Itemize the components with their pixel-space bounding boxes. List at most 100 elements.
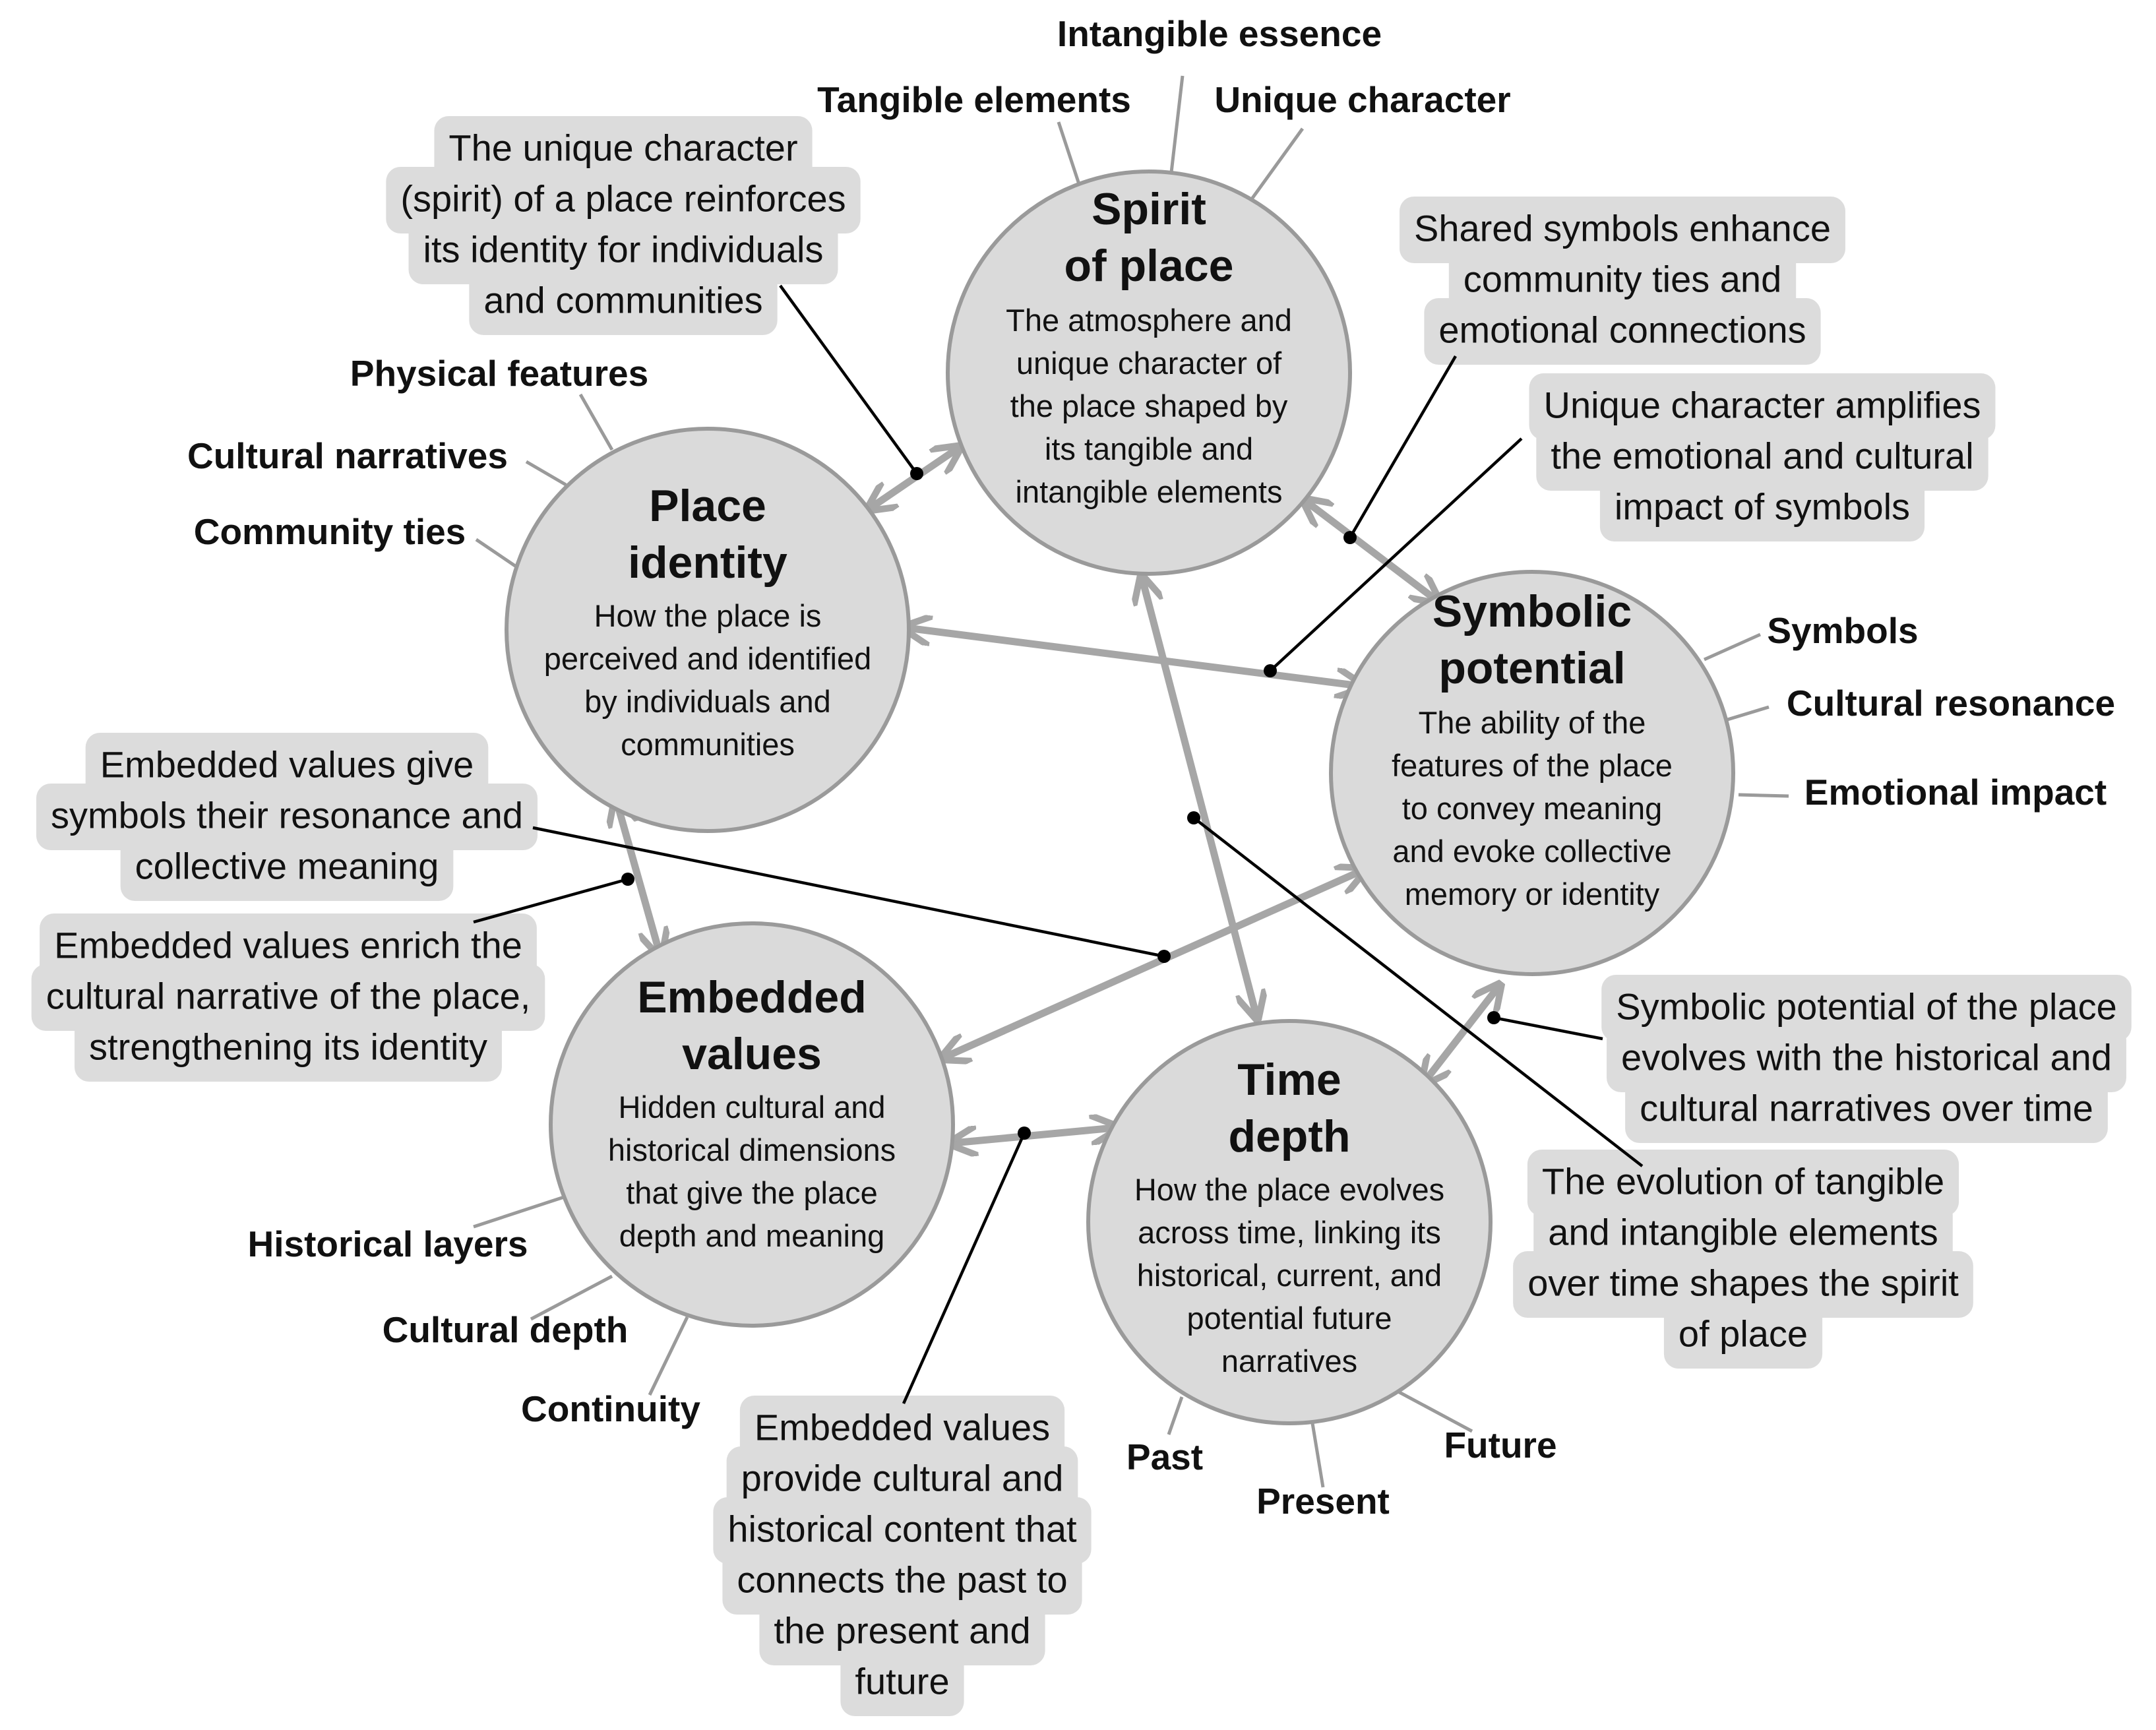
concept-description: perceived and identified: [544, 641, 871, 676]
concept-description: unique character of: [1016, 346, 1282, 381]
callout-identity-spirit: The unique character (spirit) of a place …: [386, 116, 861, 335]
callout-text: Embedded values: [755, 1406, 1050, 1448]
callout-background: [1601, 975, 2132, 1041]
concept-description: across time, linking its: [1138, 1215, 1441, 1250]
callout-text: the emotional and cultural: [1551, 435, 1973, 476]
dot-spirit-symbolic: [1343, 531, 1357, 544]
callout-text: future: [855, 1660, 949, 1702]
callout-text: Shared symbols enhance: [1414, 207, 1831, 249]
callout-text: The evolution of tangible: [1542, 1160, 1944, 1202]
callout-background: [85, 733, 489, 799]
spoke-intangible-essence: [1169, 75, 1185, 179]
callout-background: [713, 1497, 1092, 1564]
callout-text: and communities: [483, 279, 762, 321]
concept-description: potential future: [1187, 1301, 1392, 1336]
concept-description: Hidden cultural and: [619, 1090, 886, 1125]
callout-background: [1527, 1150, 1959, 1216]
callout-text: (spirit) of a place reinforces: [400, 177, 846, 219]
callout-background: [31, 964, 545, 1031]
callout-background: [408, 218, 838, 284]
callout-text: The unique character: [448, 127, 797, 168]
spoke-emotional-impact: [1738, 793, 1789, 798]
arrow-spirit-symbolic: [1306, 501, 1436, 600]
aspect-spokes: [473, 75, 1789, 1488]
leader-identity-spirit: [779, 284, 918, 475]
concept-circle: [549, 921, 955, 1328]
callout-text: Unique character amplifies: [1544, 384, 1981, 425]
callout-background: [1599, 475, 1925, 541]
leader-spirit-time: [1192, 817, 1644, 1167]
callout-leaders: [473, 284, 1644, 1404]
concept-description: The ability of the: [1419, 705, 1646, 740]
callout-text: symbols their resonance and: [51, 794, 523, 836]
callout-text: collective meaning: [135, 845, 439, 886]
aspect-past: Past: [1126, 1437, 1203, 1477]
aspect-intangible-essence: Intangible essence: [1057, 13, 1382, 54]
callout-text: Embedded values give: [100, 743, 474, 785]
callout-text: Symbolic potential of the place: [1616, 985, 2117, 1027]
callout-text: emotional connections: [1438, 309, 1806, 350]
aspect-continuity: Continuity: [521, 1388, 700, 1429]
relation-arrows: [617, 448, 1498, 1143]
arrow-values-time: [953, 1128, 1115, 1143]
spoke-community-ties: [475, 538, 518, 569]
spoke-continuity: [648, 1316, 689, 1396]
callout-background: [1607, 1026, 2126, 1092]
callout-spirit-symbolic: Shared symbols enhance community ties and…: [1400, 197, 1845, 365]
aspect-emotional-impact: Emotional impact: [1804, 772, 2107, 813]
spoke-future: [1397, 1390, 1473, 1433]
callout-background: [1424, 298, 1821, 365]
spoke-cultural-resonance: [1725, 705, 1770, 722]
arrow-identity-symbolic: [907, 628, 1360, 686]
callout-background: [726, 1446, 1078, 1513]
callout-text: evolves with the historical and: [1621, 1036, 2112, 1078]
concept-description: that give the place: [626, 1175, 878, 1210]
callout-background: [739, 1396, 1065, 1462]
callout-text: impact of symbols: [1615, 485, 1910, 527]
callout-text: the present and: [774, 1609, 1030, 1651]
aspect-future: Future: [1444, 1425, 1556, 1466]
callout-background: [1625, 1076, 2108, 1143]
callout-identity-symbolic: Unique character amplifies the emotional …: [1529, 373, 1996, 541]
arrow-spirit-time: [1142, 579, 1256, 1016]
spoke-present: [1310, 1423, 1325, 1488]
callout-text: and intangible elements: [1548, 1211, 1938, 1252]
concept-title: Symbolic: [1432, 586, 1632, 636]
callout-text: connects the past to: [737, 1559, 1067, 1600]
callout-text: Embedded values enrich the: [54, 924, 522, 966]
callout-text: community ties and: [1463, 258, 1781, 299]
aspect-cultural-resonance: Cultural resonance: [1787, 683, 2115, 724]
dot-identity-values: [621, 873, 634, 886]
callout-background: [40, 913, 537, 980]
concept-title: Spirit: [1092, 184, 1206, 234]
leader-dots: [621, 467, 1500, 1140]
concept-description: The atmosphere and: [1006, 303, 1292, 338]
concept-description: its tangible and: [1045, 431, 1253, 466]
concept-description: and evoke collective: [1392, 834, 1671, 869]
concept-description: How the place evolves: [1134, 1172, 1444, 1207]
callout-background: [75, 1015, 502, 1082]
callout-background: [722, 1548, 1082, 1615]
concept-title: identity: [628, 538, 787, 588]
callout-text: of place: [1679, 1313, 1808, 1354]
aspect-community-ties: Community ties: [194, 511, 466, 552]
callout-background: [1448, 247, 1797, 314]
spoke-symbols: [1703, 633, 1762, 662]
callout-text: strengthening its identity: [89, 1026, 487, 1067]
callout-text: historical content that: [727, 1508, 1077, 1549]
aspect-symbols: Symbols: [1767, 610, 1918, 651]
relation-callouts: The unique character (spirit) of a place …: [31, 116, 2132, 1716]
concept-circle: [946, 170, 1352, 576]
concept-description: features of the place: [1392, 748, 1673, 783]
leader-identity-symbolic: [1269, 437, 1523, 672]
callout-background: [36, 784, 538, 850]
callout-background: [120, 834, 454, 901]
spoke-physical-features: [578, 393, 614, 451]
callout-background: [1533, 1200, 1953, 1267]
concept-description: historical, current, and: [1137, 1258, 1442, 1293]
